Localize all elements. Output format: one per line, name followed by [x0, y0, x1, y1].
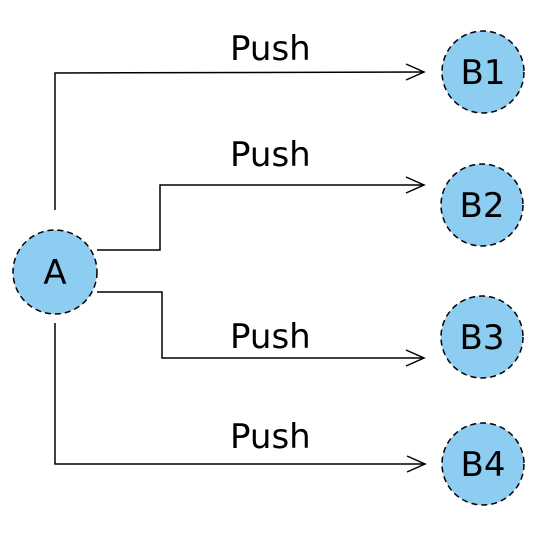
edges	[54, 71, 425, 465]
node-b2: B2	[440, 163, 524, 247]
edge-a-b1	[54, 71, 425, 210]
arrowhead-b2-icon	[405, 176, 426, 194]
node-b2-circle	[440, 163, 524, 247]
edge-label-b3: Push	[230, 317, 311, 357]
edge-label-b1: Push	[230, 29, 311, 69]
edge-label-b2: Push	[230, 135, 311, 175]
node-a-circle	[12, 229, 98, 315]
node-b3: B3	[440, 295, 524, 379]
edge-labels: Push Push Push Push	[230, 29, 311, 457]
arrowhead-b3-icon	[405, 349, 426, 367]
arrowheads	[405, 63, 427, 473]
node-a-label: A	[43, 253, 66, 293]
node-b1-label: B1	[461, 53, 506, 93]
arrowhead-b1-icon	[405, 63, 426, 81]
node-a: A	[12, 229, 98, 315]
node-b1-circle	[441, 30, 525, 114]
edge-label-b4: Push	[230, 417, 311, 457]
edge-a-b4	[54, 323, 425, 465]
node-b4: B4	[441, 422, 525, 506]
node-b3-circle	[440, 295, 524, 379]
arrowhead-b4-icon	[406, 455, 427, 473]
node-b4-label: B4	[461, 445, 506, 485]
edge-a-b2	[97, 184, 424, 251]
edge-a-b3	[97, 291, 424, 359]
node-b2-label: B2	[460, 186, 505, 226]
node-b1: B1	[441, 30, 525, 114]
node-b4-circle	[441, 422, 525, 506]
node-b3-label: B3	[460, 318, 505, 358]
